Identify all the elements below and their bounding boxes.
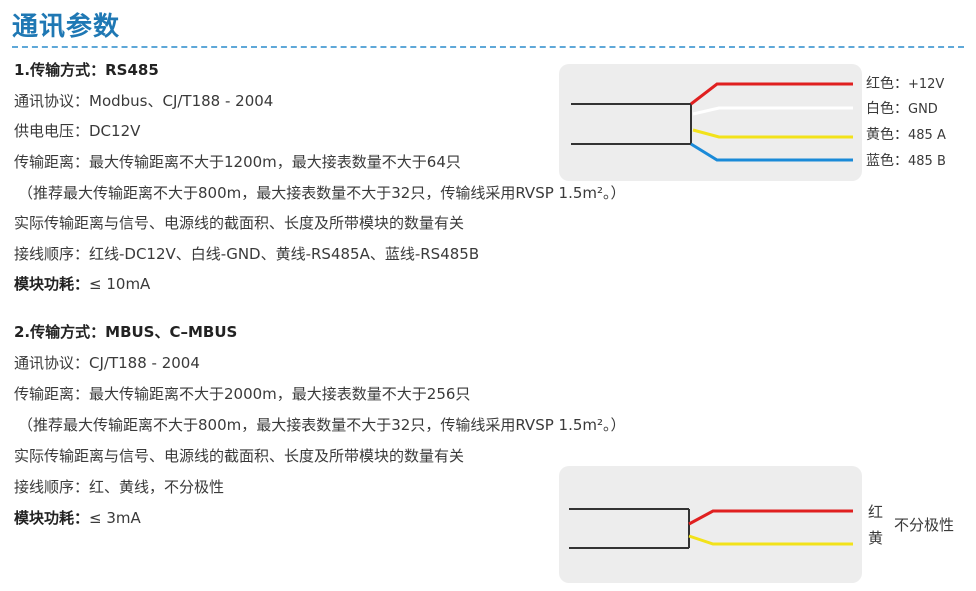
section2-note: 实际传输距离与信号、电源线的截面积、长度及所带模块的数量有关 (14, 447, 465, 465)
section1-power: 供电电压：DC12V (14, 122, 141, 140)
wire-label-white: 白色：GND (866, 101, 938, 117)
wire-yellow (688, 534, 853, 546)
wire-label-yellow: 黄色：485 A (866, 127, 946, 143)
wire-label-red: 红色：+12V (866, 76, 945, 92)
wire-label-blue: 蓝色：485 B (866, 153, 946, 169)
mbus-wire-diagram (559, 466, 862, 583)
section2-distance: 传输距离：最大传输距离不大于2000m，最大接表数量不大于256只 (14, 385, 471, 403)
wire-red (688, 509, 853, 526)
section2-consumption-value: ≤ 3mA (89, 509, 141, 527)
wire-blue (690, 142, 853, 162)
section2-wiring: 接线顺序：红、黄线，不分极性 (14, 478, 225, 496)
section1-wiring: 接线顺序：红线-DC12V、白线-GND、黄线-RS485A、蓝线-RS485B (14, 245, 480, 263)
section1-consumption-value: ≤ 10mA (89, 275, 151, 293)
mbus-wire-svg (569, 508, 853, 549)
section1-distance: 传输距离：最大传输距离不大于1200m，最大接表数量不大于64只 (14, 153, 461, 171)
rs485-wire-svg (571, 82, 853, 162)
dashed-divider (12, 46, 964, 48)
page-title: 通讯参数 (12, 12, 121, 42)
section2-consumption-label: 模块功耗： (14, 509, 90, 527)
section2-heading: 2.传输方式：MBUS、C–MBUS (14, 323, 238, 341)
section1-heading: 1.传输方式：RS485 (14, 61, 159, 79)
section1-note: 实际传输距离与信号、电源线的截面积、长度及所带模块的数量有关 (14, 214, 465, 232)
polarity-note: 不分极性 (894, 516, 955, 534)
wire-red (690, 82, 853, 106)
wire-label-red-2: 红 (868, 503, 884, 521)
section1-consumption: 模块功耗：≤ 10mA (14, 274, 150, 294)
section2-protocol: 通讯协议：CJ/T188 - 2004 (14, 354, 200, 372)
wire-label-yellow-2: 黄 (868, 529, 884, 547)
section1-recommend: （推荐最大传输距离不大于800m，最大接表数量不大于32只，传输线采用RVSP … (18, 184, 626, 202)
section1-protocol: 通讯协议：Modbus、CJ/T188 - 2004 (14, 92, 274, 110)
rs485-wire-diagram (559, 64, 862, 181)
section2-consumption: 模块功耗：≤ 3mA (14, 508, 141, 528)
wire-white (692, 106, 853, 116)
section1-consumption-label: 模块功耗： (14, 275, 90, 293)
section2-recommend: （推荐最大传输距离不大于800m，最大接表数量不大于32只，传输线采用RVSP … (18, 416, 626, 434)
wire-yellow (692, 128, 853, 139)
